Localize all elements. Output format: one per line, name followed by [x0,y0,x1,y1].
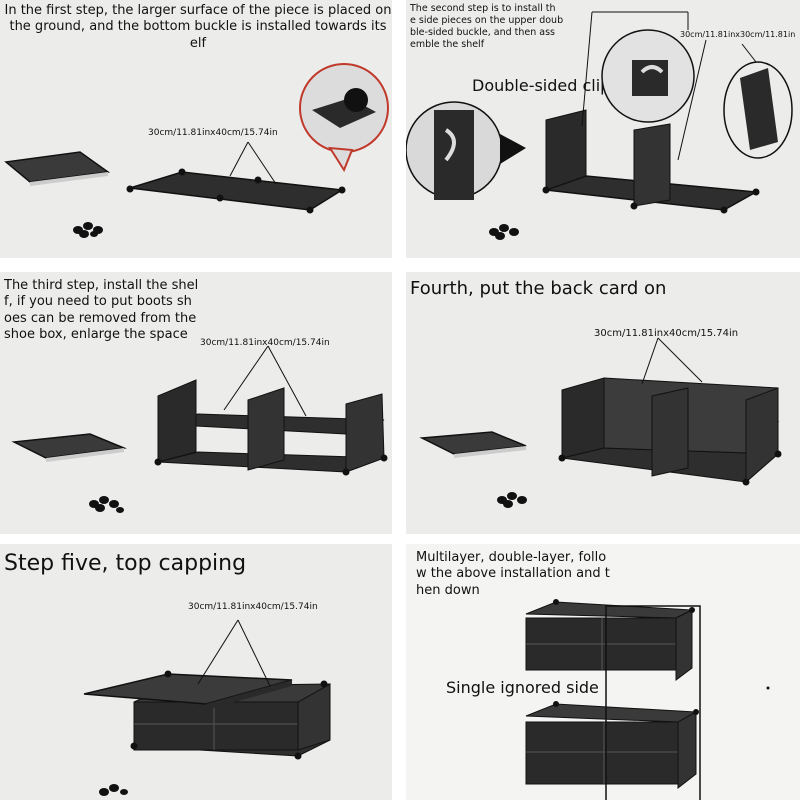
zoom-pointer [328,146,354,173]
loose-panel [11,433,127,459]
side-panel-left [157,379,197,463]
side-panel-right [345,393,385,473]
side-panel-mid [651,387,689,477]
step-4-panel: Fourth, put the back card on 30cm/11.81i… [406,272,800,534]
lower-unit-top [525,703,698,723]
step-1-illustration [4,63,389,238]
connector [338,186,346,194]
step-2-callout: Double-sided clip [472,76,611,95]
step-5-dimension: 30cm/11.81inx40cm/15.74in [188,602,318,612]
buckle-pile [99,784,128,796]
panel-detail [740,68,778,150]
lower-front [133,701,299,751]
step-4-dimension: 30cm/11.81inx40cm/15.74in [594,328,739,339]
step-5-panel: Step five, top capping 30cm/11.81inx40cm… [0,544,392,800]
side-panel-left [561,377,605,459]
dimension-arrow [247,141,277,185]
step-6-panel: Multilayer, double-layer, follo w the ab… [406,544,800,800]
lower-unit-front [525,721,679,785]
step-6-illustration [525,599,770,800]
step-3-panel: The third step, install the shel f, if y… [0,272,392,534]
connector [178,168,186,176]
side-panel-right [745,387,779,484]
upper-unit-top [525,601,694,619]
buckle-pile [73,222,103,238]
step-3-illustration [11,345,388,513]
step-6-callout: Single ignored side [446,678,599,697]
step-2-panel: The second step is to install th e side … [406,0,800,258]
step-1-dimension: 30cm/11.81inx40cm/15.74in [148,128,278,138]
step-2-illustration [406,11,793,240]
step-1-caption: In the first step, the larger surface of… [4,3,392,51]
clip-hook [444,128,456,162]
dimension-arrow [657,337,703,383]
buckle-pile [89,496,124,513]
zoom-buckle [344,88,368,112]
connector [306,206,314,214]
step-4-caption: Fourth, put the back card on [410,278,667,299]
step-6-caption: Multilayer, double-layer, follo w the ab… [416,550,610,598]
connector [126,185,134,193]
buckle-pile [497,492,527,508]
side-panel-left [545,109,587,191]
dimension-arrow [641,337,659,385]
buckle-pile [489,224,519,240]
side-highlight-box [605,605,701,800]
dimension-arrow [267,345,307,417]
panel-detail-ring [723,61,793,159]
dimension-arrow [223,345,269,411]
step-5-illustration [83,619,331,796]
loose-panel-edge [30,172,108,186]
step-2-caption: The second step is to install th e side … [410,3,564,50]
step-5-caption: Step five, top capping [4,551,247,576]
step-4-illustration [419,337,782,508]
dimension-arrow [237,619,271,687]
clip-body [434,110,474,200]
step-1-panel: In the first step, the larger surface of… [0,0,392,258]
step-2-dimension: 30cm/11.81inx30cm/11.81in [680,30,796,39]
connector [216,194,224,202]
dimension-arrow [197,619,239,685]
step-3-caption: The third step, install the shel f, if y… [4,278,199,342]
step-3-dimension: 30cm/11.81inx40cm/15.74in [200,338,330,348]
side-panel-mid [633,123,671,207]
zoom-pointer-left [500,134,526,164]
base-panel [129,171,345,211]
connector [254,176,262,184]
dimension-arrow [229,141,249,177]
side-panel-mid [247,387,285,471]
